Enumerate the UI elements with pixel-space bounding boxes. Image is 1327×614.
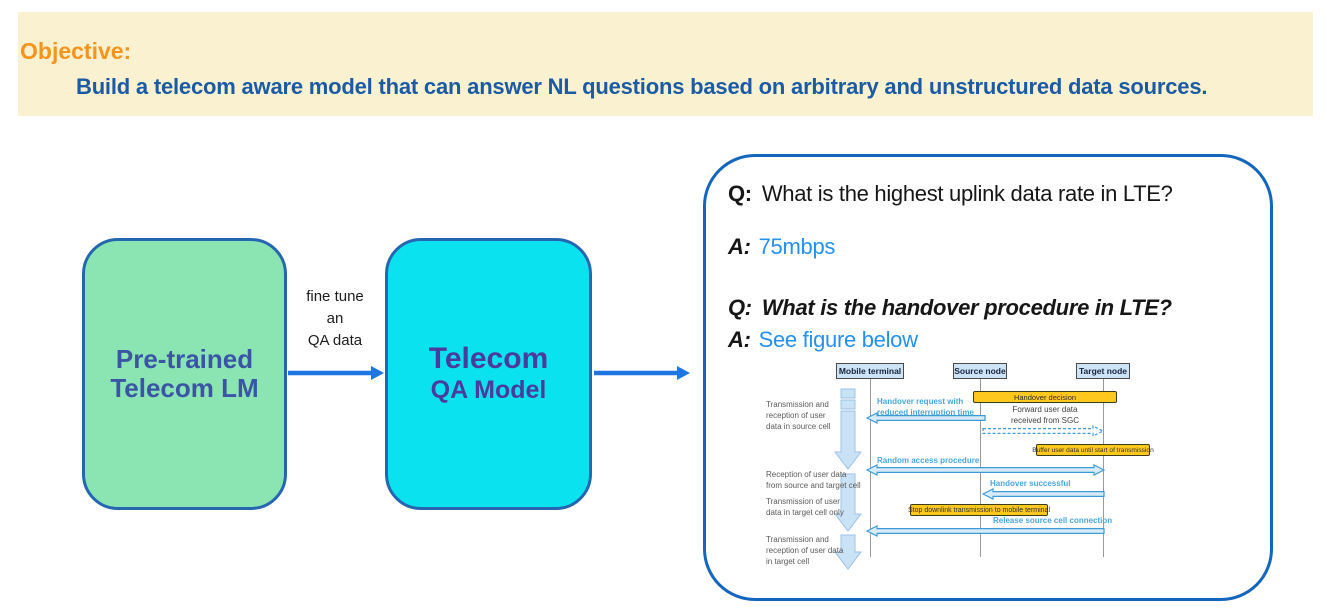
finetune-label-line3: QA data bbox=[307, 332, 363, 349]
message-forward-user-data-line1: Forward user data bbox=[1012, 405, 1078, 414]
objective-text: Build a telecom aware model that can ans… bbox=[76, 74, 1207, 100]
activity-handover-decision: Handover decision bbox=[973, 391, 1117, 403]
pretrained-lm-box: Pre-trained Telecom LM bbox=[82, 238, 287, 510]
message-handover-successful-label: Handover successful bbox=[990, 479, 1071, 488]
answer-1-prefix: A: bbox=[728, 234, 751, 259]
objective-text-bold-arbitrary: arbitrary bbox=[791, 74, 879, 99]
double-block-arrow-icon bbox=[866, 464, 1105, 476]
objective-text-post: data sources. bbox=[1062, 74, 1208, 99]
phase-label-reception-both-cells: Reception of user data from source and t… bbox=[766, 470, 861, 492]
phase-label-target-cell-line2: reception of user data bbox=[766, 545, 844, 555]
question-1-text: What is the highest uplink data rate in … bbox=[761, 181, 1173, 206]
objective-heading: Objective: bbox=[20, 38, 132, 64]
message-random-access-label: Random access procedure bbox=[877, 456, 980, 465]
phase-label-source-cell-line3: data in source cell bbox=[766, 421, 831, 431]
left-block-arrow-icon bbox=[866, 412, 986, 424]
message-forward-user-data-label: Forward user data received from SGC bbox=[995, 405, 1095, 427]
question-1-prefix: Q: bbox=[728, 181, 752, 206]
finetune-arrow-label: fine tune an QA data bbox=[295, 286, 375, 352]
phase-label-reception-both-cells-line1: Reception of user data bbox=[766, 470, 847, 479]
activity-stop-downlink: Stop downlink transmission to mobile ter… bbox=[908, 504, 1050, 516]
phase-label-target-cell-only-line1: Transmission of user bbox=[766, 497, 840, 506]
message-forward-user-data-line2: received from SGC bbox=[1010, 415, 1080, 425]
phase-label-target-cell-line3: in target cell bbox=[766, 556, 810, 566]
left-block-arrow-icon bbox=[982, 488, 1105, 500]
message-handover-request-line1: Handover request with bbox=[877, 397, 964, 406]
phase-label-reception-both-cells-line2: from source and target cell bbox=[766, 480, 861, 490]
right-arrow-icon bbox=[288, 366, 384, 380]
objective-text-bold-unstructured: unstructured bbox=[928, 74, 1063, 99]
activity-buffer-user-data: Buffer user data until start of transmis… bbox=[1032, 444, 1154, 456]
message-handover-request-label: Handover request with reduced interrupti… bbox=[877, 397, 974, 419]
objective-banner: Objective: Build a telecom aware model t… bbox=[18, 12, 1313, 116]
answer-2-prefix: A: bbox=[728, 327, 751, 352]
finetune-label-line1: fine tune bbox=[306, 288, 364, 305]
phase-label-target-cell-only: Transmission of user data in target cell… bbox=[766, 497, 844, 519]
phase-label-source-cell-line2: reception of user bbox=[766, 410, 826, 420]
pretrained-lm-line2: Telecom LM bbox=[110, 373, 259, 403]
phase-label-source-cell-line1: Transmission and bbox=[766, 400, 829, 409]
lifeline-target-node bbox=[1103, 379, 1104, 557]
message-release-source-cell-label: Release source cell connection bbox=[993, 516, 1113, 525]
answer-2-text: See figure below bbox=[758, 327, 918, 352]
message-handover-request-line2: reduced interruption time bbox=[877, 407, 974, 417]
answer-1: A: 75mbps bbox=[728, 234, 835, 260]
question-1: Q: What is the highest uplink data rate … bbox=[728, 181, 1173, 207]
finetune-label-line2: an bbox=[326, 310, 344, 327]
actor-mobile-terminal: Mobile terminal bbox=[836, 363, 904, 379]
phase-label-target-cell: Transmission and reception of user data … bbox=[766, 535, 843, 567]
question-2-prefix: Q: bbox=[728, 295, 752, 320]
actor-source-node: Source node bbox=[953, 363, 1007, 379]
question-2-text: What is the handover procedure in LTE? bbox=[761, 295, 1172, 320]
objective-text-mid: and bbox=[878, 74, 929, 99]
objective-text-pre: Build a telecom aware model that can ans… bbox=[76, 74, 792, 99]
question-2: Q: What is the handover procedure in LTE… bbox=[728, 295, 1172, 321]
phase-label-target-cell-only-line2: data in target cell only bbox=[766, 507, 844, 517]
pretrained-lm-line1: Pre-trained bbox=[115, 344, 254, 374]
phase-down-arrows-icon bbox=[833, 388, 863, 570]
telecom-qa-line2: QA Model bbox=[430, 376, 547, 404]
telecom-qa-line1: Telecom bbox=[428, 342, 549, 375]
telecom-qa-model-box: Telecom QA Model bbox=[385, 238, 592, 510]
left-block-arrow-icon bbox=[866, 525, 1105, 537]
right-arrow-icon bbox=[594, 366, 690, 380]
actor-target-node: Target node bbox=[1076, 363, 1130, 379]
answer-2: A: See figure below bbox=[728, 327, 918, 353]
phase-label-target-cell-line1: Transmission and bbox=[766, 535, 829, 544]
dashed-right-block-arrow-icon bbox=[982, 425, 1104, 437]
answer-1-text: 75mbps bbox=[758, 234, 836, 259]
phase-label-source-cell: Transmission and reception of user data … bbox=[766, 400, 830, 432]
